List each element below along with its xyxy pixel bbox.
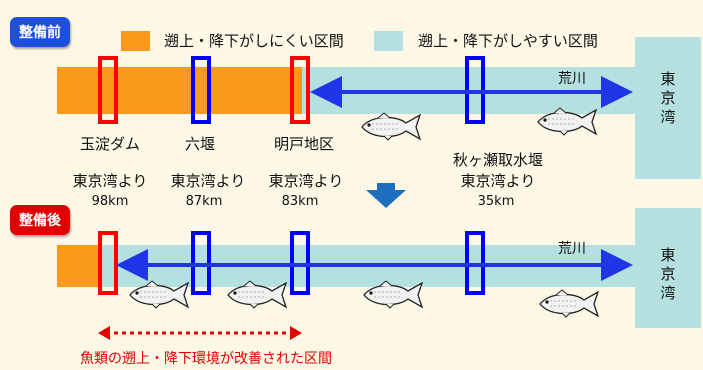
before-bay-label: 東 京 湾	[659, 70, 677, 127]
before-weir-rokuseki	[191, 56, 211, 124]
site-name-rokuseki: 六堰	[184, 135, 216, 153]
site-km-akigase: 35km	[477, 194, 515, 209]
improved-arrow-right-head	[290, 326, 302, 340]
legend-hard-swatch	[121, 31, 150, 51]
site-from-akito: 東京湾より	[268, 172, 344, 190]
bay-char: 東	[660, 70, 676, 88]
before-hard-section	[57, 67, 302, 114]
after-badge: 整備後	[10, 205, 70, 235]
after-bay-label: 東 京 湾	[659, 246, 677, 303]
bay-char: 京	[660, 265, 676, 283]
site-from-akigase: 東京湾より	[460, 172, 536, 190]
site-km-rokuseki: 87km	[185, 194, 223, 209]
before-weir-tamayodo	[98, 56, 118, 124]
before-bay-block	[635, 37, 701, 179]
after-hard-section	[57, 245, 102, 287]
site-name-akigase: 秋ヶ瀬取水堰	[452, 151, 544, 169]
site-km-tamayodo: 98km	[91, 194, 129, 209]
legend-easy-label: 遡上・降下がしやすい区間	[418, 32, 598, 50]
after-river-label: 荒川	[558, 241, 586, 257]
bay-char: 東	[660, 246, 676, 264]
bay-char: 湾	[660, 284, 676, 302]
site-name-tamayodo: 玉淀ダム	[79, 135, 141, 153]
before-badge: 整備前	[10, 17, 70, 47]
bay-char: 京	[660, 89, 676, 107]
site-name-akito: 明戸地区	[273, 135, 335, 153]
fish-icon	[539, 289, 599, 318]
site-km-akito: 83km	[281, 194, 319, 209]
improved-section-label: 魚類の遡上・降下環境が改善された区間	[80, 351, 332, 367]
improved-arrow-left-head	[98, 326, 110, 340]
transition-down-arrow	[366, 183, 406, 208]
legend-easy-swatch	[374, 31, 403, 51]
legend-hard-label: 遡上・降下がしにくい区間	[164, 32, 344, 50]
bay-char: 湾	[660, 108, 676, 126]
before-river-label: 荒川	[558, 71, 586, 87]
site-from-tamayodo: 東京湾より	[72, 172, 148, 190]
fish-icon	[361, 112, 421, 141]
before-weir-akito	[290, 56, 310, 124]
site-from-rokuseki: 東京湾より	[170, 172, 246, 190]
after-bay-block	[635, 208, 701, 328]
